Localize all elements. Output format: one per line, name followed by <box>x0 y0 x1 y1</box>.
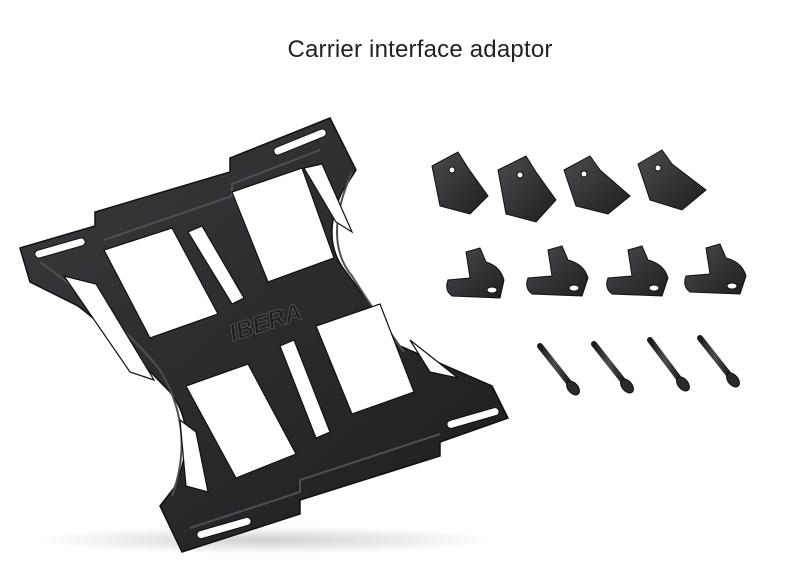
bolts-row <box>537 335 740 396</box>
clamp-brackets-row <box>431 149 707 223</box>
hook-bracket <box>446 247 505 299</box>
adaptor-plate: IBERA <box>19 117 510 554</box>
bolt <box>697 335 740 388</box>
bolt <box>591 341 634 394</box>
clamp-bracket <box>431 151 489 215</box>
bolt <box>647 337 690 392</box>
clamp-bracket <box>563 155 631 215</box>
bolt <box>537 343 580 396</box>
clamp-bracket <box>637 149 707 211</box>
hook-brackets-row <box>446 243 747 299</box>
hook-bracket <box>526 245 589 297</box>
clamp-bracket <box>497 155 557 223</box>
page-title: Carrier interface adaptor <box>287 36 553 63</box>
hook-bracket <box>684 243 747 295</box>
hook-bracket <box>606 245 669 297</box>
